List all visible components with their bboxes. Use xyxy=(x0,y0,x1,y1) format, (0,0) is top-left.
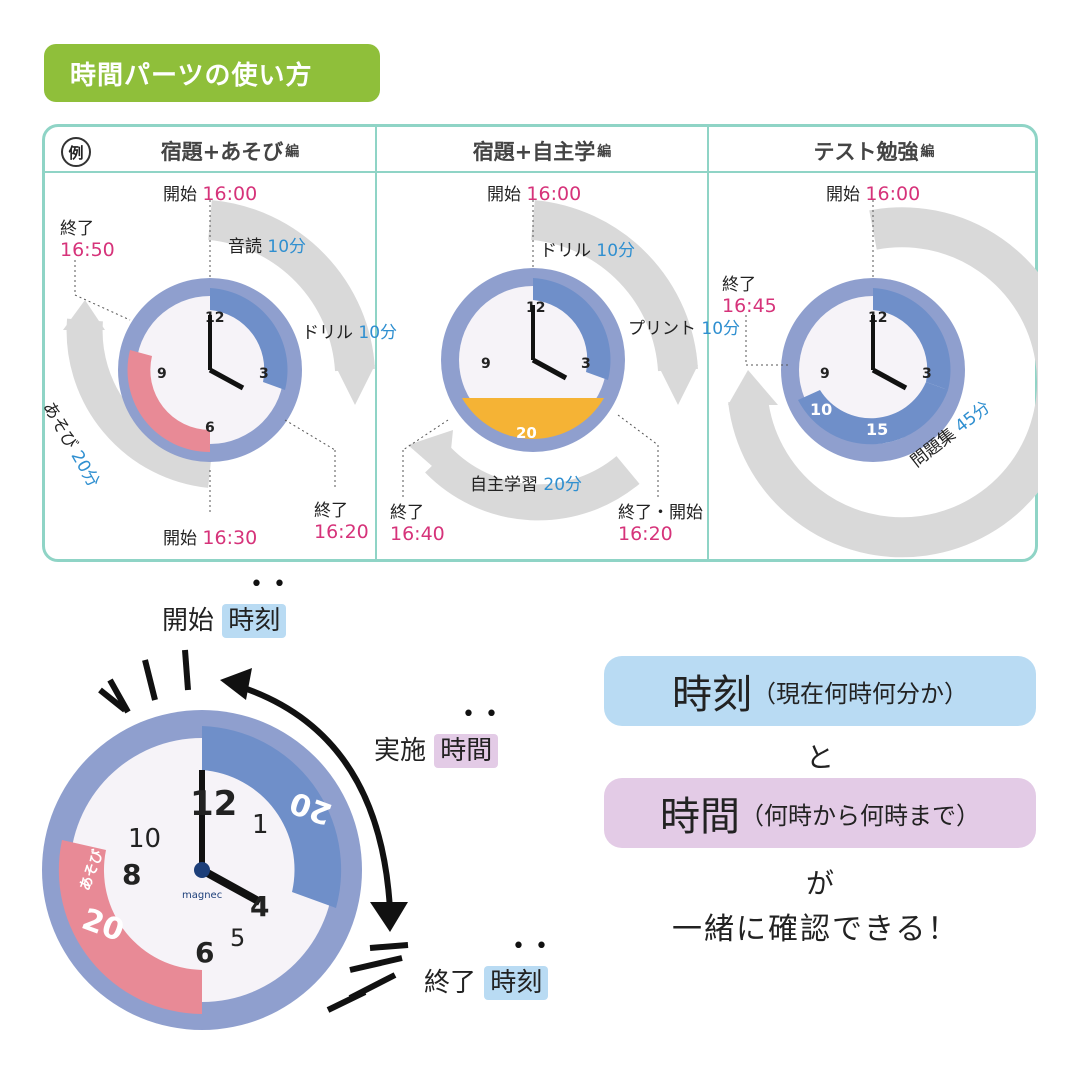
arrow-head xyxy=(63,300,105,330)
svg-text:12: 12 xyxy=(205,310,224,326)
end-time-label: 終了 時刻 xyxy=(424,962,549,1000)
ex2-segment-3: 自主学習 20分 xyxy=(470,475,583,495)
clock-number-6: 6 xyxy=(195,936,215,969)
duration-arrow-head xyxy=(370,902,408,932)
time-part-pink xyxy=(127,350,210,453)
time-part-blue xyxy=(202,726,342,908)
example-mark: 例 xyxy=(61,137,91,167)
ex1-segment-1: 音読 10分 xyxy=(228,237,307,257)
svg-text:12: 12 xyxy=(526,300,545,316)
clock-number-4: 4 xyxy=(250,890,270,923)
column-heading-1: 宿題+あそび編 xyxy=(160,140,300,164)
time-part-orange xyxy=(462,398,604,439)
duration-arrow-head xyxy=(220,668,252,700)
example-2-illustration: 12 3 9 xyxy=(402,200,698,521)
brand-logo: magnec xyxy=(182,890,223,901)
svg-text:3: 3 xyxy=(259,366,269,382)
svg-text:9: 9 xyxy=(820,366,830,382)
header-divider xyxy=(45,171,1035,173)
svg-text:10: 10 xyxy=(810,400,832,419)
ex1-start-label: 開始 16:00 xyxy=(163,183,258,205)
duration-label: 実施 時間 xyxy=(374,730,499,768)
svg-text:15: 15 xyxy=(866,420,888,439)
connector-to: と xyxy=(806,741,835,774)
column-divider xyxy=(375,127,377,559)
column-heading-2: 宿題+自主学編 xyxy=(472,140,612,164)
ex3-start-label: 開始 16:00 xyxy=(826,183,921,205)
hour-hand xyxy=(208,367,245,391)
arrow-segment-1 xyxy=(207,200,375,372)
ex2-segment-1: ドリル 10分 xyxy=(540,241,636,261)
clock-number-5: 5 xyxy=(230,924,246,952)
hour-hand xyxy=(200,866,262,906)
arrow-segment-1 xyxy=(728,207,1038,558)
arrow-head xyxy=(335,365,375,405)
ex2-start-label: 開始 16:00 xyxy=(487,183,582,205)
ex1-segment-2: ドリル 10分 xyxy=(302,323,398,343)
time-part-pink xyxy=(58,840,202,1014)
svg-text:12: 12 xyxy=(868,310,887,326)
svg-text:3: 3 xyxy=(922,366,932,382)
emphasis-dots: •• xyxy=(250,572,296,597)
duration-arrow xyxy=(234,682,393,911)
example-1-illustration: 12 3 6 9 xyxy=(63,200,375,515)
clock-number-1: 1 xyxy=(252,810,269,840)
time-part-blue xyxy=(533,278,611,380)
svg-text:9: 9 xyxy=(481,356,491,372)
clock-number-12: 12 xyxy=(190,784,238,824)
large-clock-illustration xyxy=(42,649,409,1030)
clock-number-9: 8 xyxy=(122,858,142,891)
emphasis-dots: •• xyxy=(512,934,558,959)
column-divider xyxy=(707,127,709,559)
svg-text:3: 3 xyxy=(581,356,591,372)
ex1-mid2-label: 開始 16:30 xyxy=(163,527,258,549)
page-title: 時間パーツの使い方 xyxy=(44,44,380,102)
svg-text:9: 9 xyxy=(157,366,167,382)
connector-ga: が xyxy=(806,867,835,900)
ex2-segment-2: プリント 10分 xyxy=(628,319,741,339)
time-part-blue xyxy=(210,288,288,390)
svg-text:6: 6 xyxy=(205,420,215,436)
start-time-label: 開始 時刻 xyxy=(162,600,287,638)
column-heading-3: テスト勉強編 xyxy=(813,140,935,164)
emphasis-dots: •• xyxy=(462,702,508,727)
key-box-duration: 時間（何時から何時まで） xyxy=(604,778,1036,848)
orange-part-value: 20 xyxy=(516,424,537,442)
examples-panel: 例 宿題+あそび編 宿題+自主学編 テスト勉強編 xyxy=(42,124,1038,562)
conclusion-text: 一緒に確認できる！ xyxy=(672,912,960,947)
arrow-segment-3 xyxy=(66,318,213,488)
example-3-illustration: 12 3 9 15 10 xyxy=(728,200,1038,558)
clock-number-10-visible: 10 xyxy=(128,824,162,854)
key-box-time-of-day: 時刻（現在何時何分か） xyxy=(604,656,1036,726)
clock-center xyxy=(194,862,210,878)
